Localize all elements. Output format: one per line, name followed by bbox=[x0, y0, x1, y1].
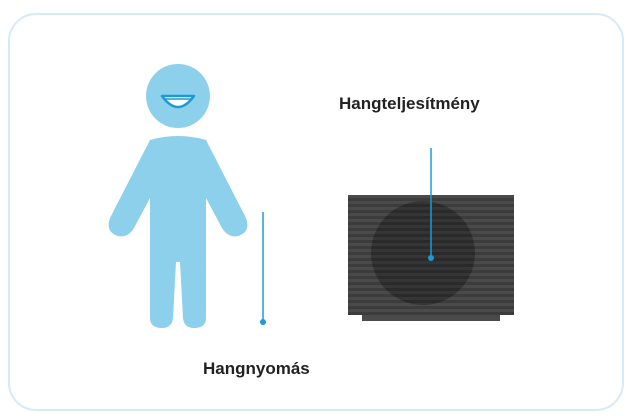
sound-pressure-label: Hangnyomás bbox=[203, 359, 310, 379]
sound-pressure-indicator bbox=[260, 212, 266, 325]
unit-fan bbox=[371, 201, 475, 305]
person-body bbox=[109, 136, 248, 328]
sound-power-label: Hangteljesítmény bbox=[339, 94, 480, 114]
